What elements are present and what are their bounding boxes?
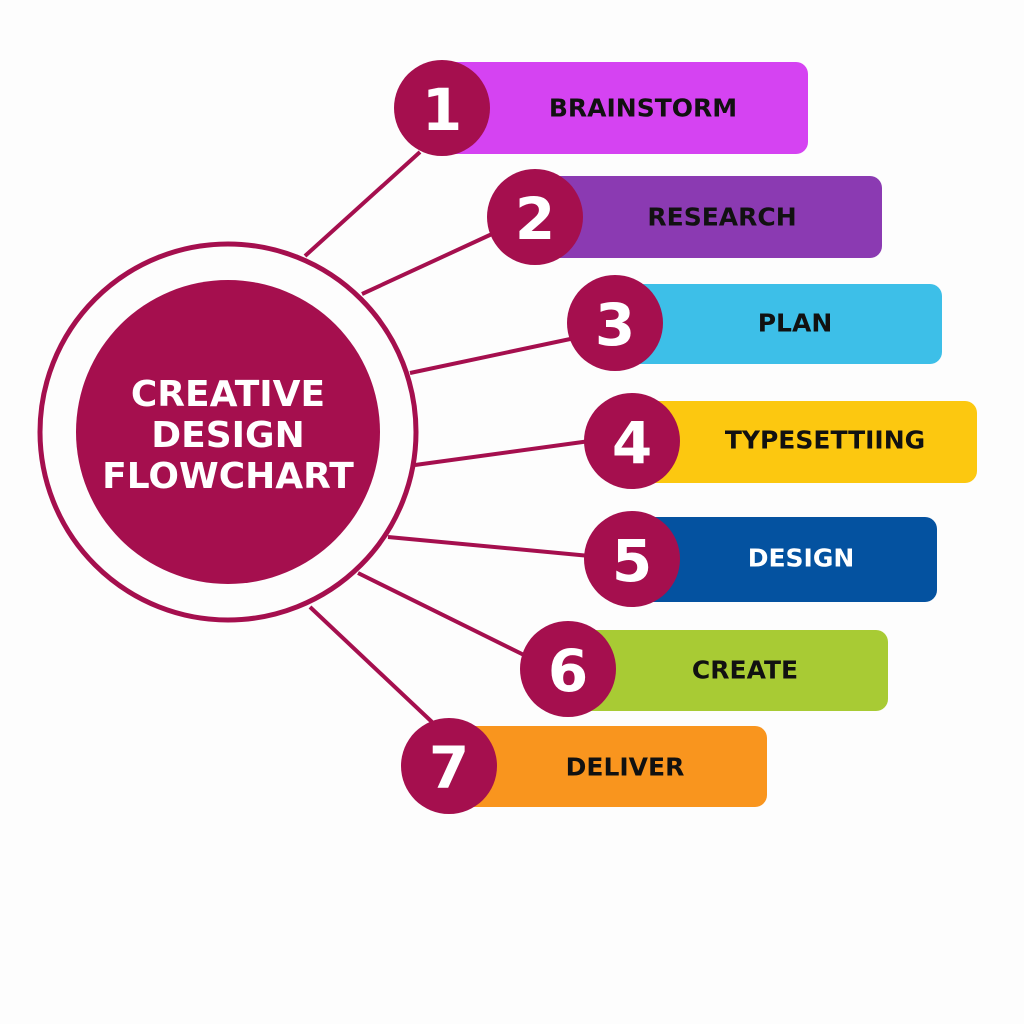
title-line-1: CREATIVE: [131, 374, 325, 415]
step-bar: [632, 401, 977, 483]
step-bar: [535, 176, 882, 258]
step-number-badge: [394, 60, 490, 156]
step-label: DESIGN: [748, 544, 855, 573]
step-number-badge: [584, 393, 680, 489]
step-bar: [449, 726, 767, 807]
step-3: 3 PLAN: [567, 275, 942, 371]
step-bar: [632, 517, 937, 602]
step-6: 6 CREATE: [520, 621, 888, 717]
step-number-badge: [401, 718, 497, 814]
step-number-badge: [584, 511, 680, 607]
step-number: 4: [612, 409, 652, 477]
step-label: PLAN: [758, 309, 833, 338]
connector-5: [387, 535, 591, 558]
step-1: 1 BRAINSTORM: [394, 60, 808, 156]
step-bar: [442, 62, 808, 154]
step-number: 6: [548, 637, 588, 705]
connectors: [303, 150, 591, 724]
step-7: 7 DELIVER: [401, 718, 767, 814]
connector-7: [308, 605, 434, 724]
step-label: CREATE: [692, 656, 798, 685]
connector-1: [303, 150, 422, 258]
step-4: 4 TYPESETTIING: [584, 393, 977, 489]
step-number: 1: [422, 76, 462, 144]
step-number: 5: [612, 527, 652, 595]
connector-2: [361, 232, 493, 296]
step-label: TYPESETTIING: [725, 426, 925, 455]
step-number: 2: [515, 185, 555, 253]
step-number: 3: [595, 291, 635, 359]
title-line-3: FLOWCHART: [102, 456, 354, 497]
step-5: 5 DESIGN: [584, 511, 937, 607]
step-label: DELIVER: [566, 753, 685, 782]
step-number-badge: [487, 169, 583, 265]
step-number-badge: [520, 621, 616, 717]
step-2: 2 RESEARCH: [487, 169, 882, 265]
connector-4: [414, 439, 591, 467]
center-hub: CREATIVE DESIGN FLOWCHART: [37, 241, 419, 623]
step-label: BRAINSTORM: [549, 94, 737, 123]
connector-3: [409, 336, 576, 375]
step-label: RESEARCH: [647, 203, 796, 232]
title-line-2: DESIGN: [151, 415, 304, 456]
inner-circle: [76, 280, 380, 584]
step-bar: [568, 630, 888, 711]
step-number-badge: [567, 275, 663, 371]
connector-6: [357, 571, 527, 658]
step-number: 7: [429, 734, 469, 802]
step-bar: [615, 284, 942, 364]
